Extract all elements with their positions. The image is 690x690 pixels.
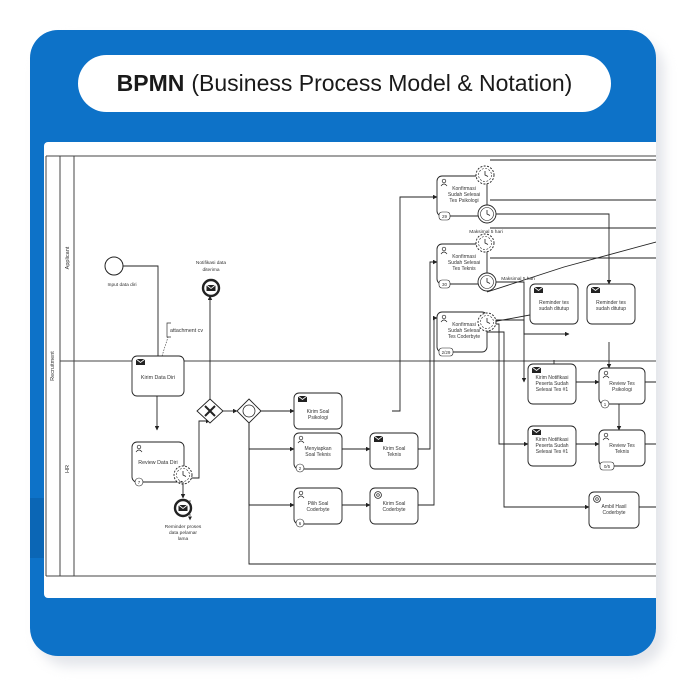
pool-label: Recruitment [50,351,56,381]
title-bold: BPMN [116,70,185,96]
lane-label-applicant: Applicant [65,246,71,269]
task-review-data-diri[interactable]: Review Data Diri 7 [131,441,185,487]
task-kirim-data-diri-label: Kirim Data Diri [141,375,175,381]
badge-menyiapkan: 2 [299,466,302,471]
badge-pilih: 6 [299,521,302,526]
timer-event-psikologi-top [475,165,495,185]
start-event [104,256,124,276]
annotation-attachment-cv: attachment cv [161,322,203,357]
task-kirim-data-diri[interactable]: Kirim Data Diri [131,355,185,397]
title-pill: BPMN (Business Process Model & Notation) [78,55,611,112]
badge-konf-coderbyte: 2/29 [442,350,451,355]
timer-event-coderbyte [477,312,497,332]
timer-event-teknis [477,272,497,292]
lane-label-hr: HR [65,465,71,473]
badge-konf-psikologi: 29 [442,214,448,219]
event-based-gateway [236,398,262,424]
notification-end-event [201,278,221,298]
badge-review-data: 7 [138,480,141,485]
badge-review-teknis: 0/5 [604,464,611,469]
sequence-flows [122,159,656,565]
start-event-label: Input data diri [107,282,136,288]
max-label-2: Maksimal 5 hari [501,276,535,282]
title-rest: (Business Process Model & Notation) [191,70,573,96]
timer-event-psikologi [477,204,497,224]
exclusive-gateway [196,398,224,424]
badge-review-psikologi: 1 [604,402,607,407]
boundary-timer-review [173,465,193,485]
diagram-panel: Recruitment Applicant HR [44,142,656,598]
timer-event-teknis-top [475,233,495,253]
badge-konf-teknis: 30 [442,282,448,287]
bpmn-card: BPMN (Business Process Model & Notation) [30,30,656,656]
annotation-text: attachment cv [170,328,203,334]
bpmn-diagram: Recruitment Applicant HR [45,155,656,577]
task-review-data-diri-label: Review Data Diri [138,460,177,466]
max-label-1: Maksimal 5 hari [469,229,503,235]
reminder-end-event [173,498,193,518]
